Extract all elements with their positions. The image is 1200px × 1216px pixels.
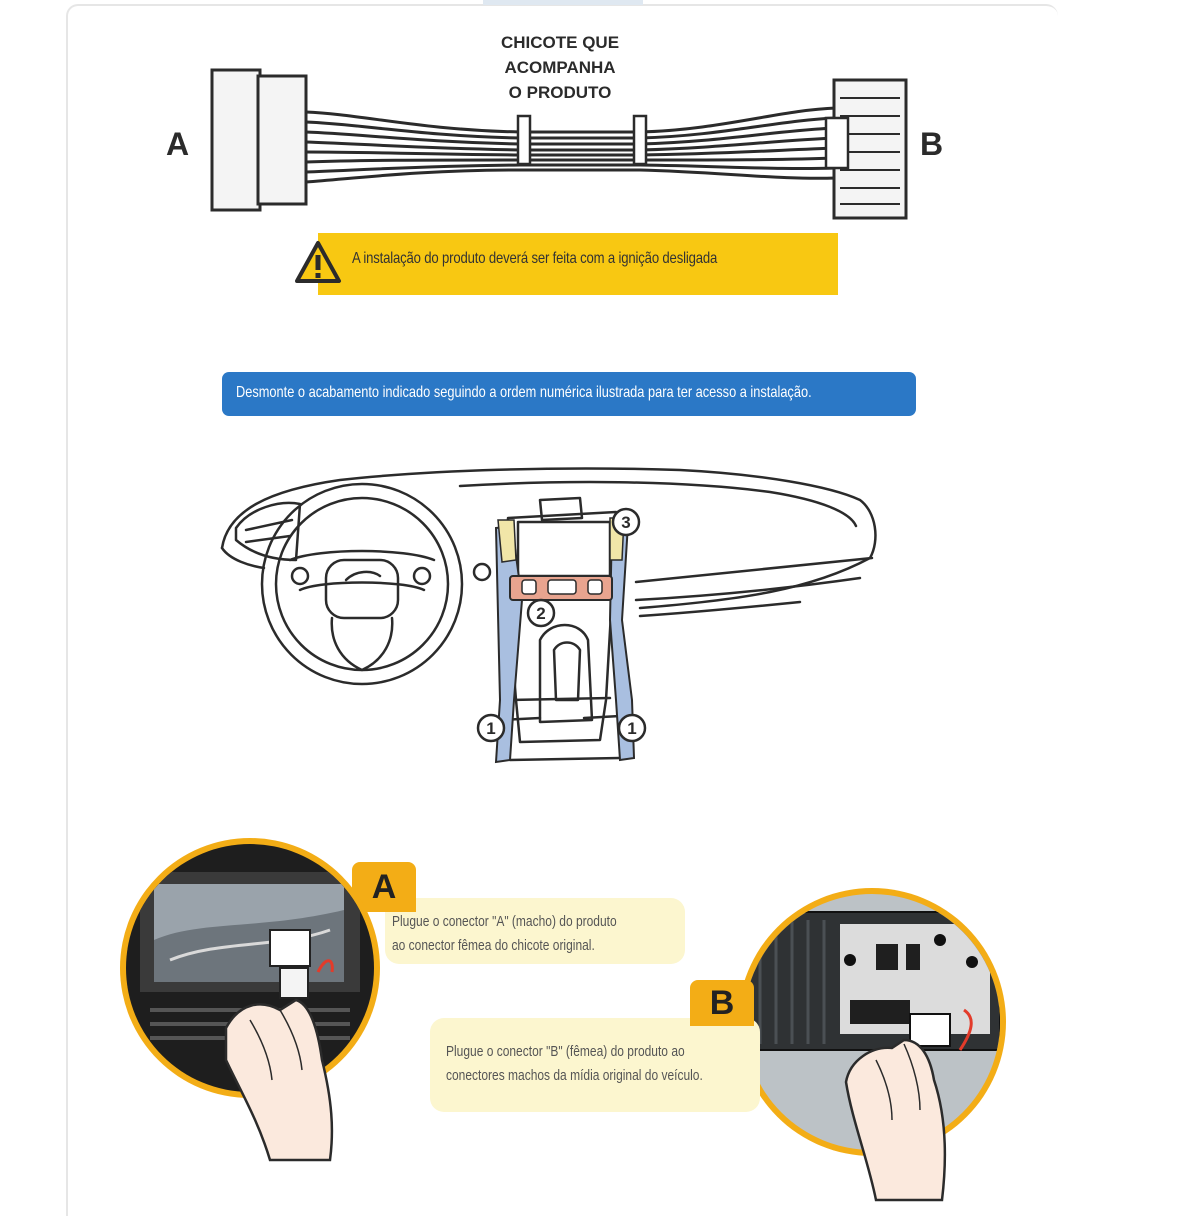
connector-a-label: A (166, 126, 190, 162)
step-a-note (385, 898, 685, 964)
step-b-tag: B (690, 980, 754, 1026)
info-text: Desmonte o acabamento indicado seguindo … (236, 384, 812, 401)
marker-1-right: 1 (627, 719, 636, 738)
marker-1-left: 1 (486, 719, 495, 738)
wire-harness-illustration (210, 68, 908, 220)
step-b-note (430, 1018, 760, 1112)
marker-3: 3 (621, 513, 630, 532)
harness-title: CHICOTE QUE ACOMPANHA O PRODUTO (500, 33, 620, 102)
step-b-text: Plugue o conector "B" (fêmea) do produto… (446, 1043, 703, 1084)
warning-text: A instalação do produto deverá ser feita… (352, 250, 718, 267)
connector-b-label: B (920, 126, 944, 162)
step-a-text: Plugue o conector "A" (macho) do produto… (392, 913, 617, 954)
warning-banner (318, 233, 838, 295)
marker-2: 2 (536, 604, 545, 623)
warning-triangle-icon (295, 241, 341, 283)
dashboard-illustration: 1 1 2 3 (220, 467, 877, 764)
top-tab-decoration (483, 0, 643, 5)
info-banner (222, 372, 916, 416)
